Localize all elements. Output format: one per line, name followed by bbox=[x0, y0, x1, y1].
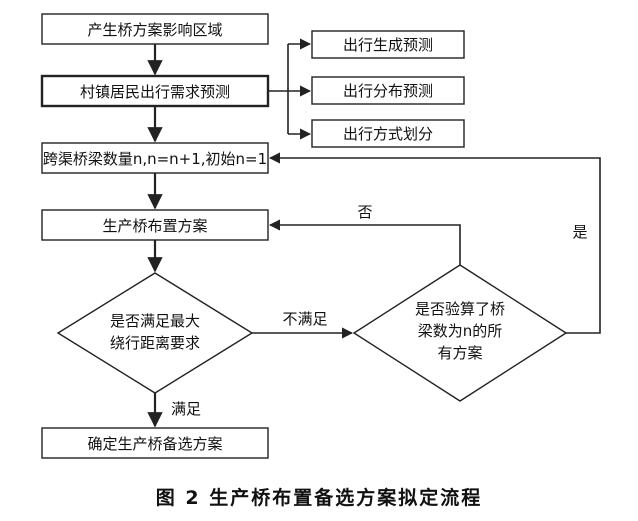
node-trip-distribution-label: 出行分布预测 bbox=[343, 82, 433, 100]
node-bridge-count-label: 跨渠桥梁数量n,n=n+1,初始n=1 bbox=[43, 150, 267, 168]
node-influence-label: 产生桥方案影响区域 bbox=[87, 21, 222, 39]
edge-label-met: 满足 bbox=[171, 400, 201, 418]
node-demand-forecast: 村镇居民出行需求预测 bbox=[40, 74, 270, 108]
node-mode-split: 出行方式划分 bbox=[311, 119, 465, 148]
decision-checked-line2: 梁数为n的所 bbox=[418, 322, 503, 340]
node-trip-generation-label: 出行生成预测 bbox=[343, 36, 433, 54]
decision-detour-line1: 是否满足最大 bbox=[110, 312, 200, 330]
node-final-scheme-label: 确定生产桥备选方案 bbox=[87, 435, 222, 453]
node-layout-scheme-label: 生产桥布置方案 bbox=[102, 217, 207, 235]
node-influence-region: 产生桥方案影响区域 bbox=[41, 13, 269, 45]
edge-label-not-met: 不满足 bbox=[282, 310, 327, 328]
node-bridge-count: 跨渠桥梁数量n,n=n+1,初始n=1 bbox=[41, 142, 269, 174]
node-trip-distribution: 出行分布预测 bbox=[311, 76, 465, 105]
decision-detour-line2: 绕行距离要求 bbox=[110, 334, 200, 352]
decision-checked-line1: 是否验算了桥 bbox=[415, 300, 505, 318]
node-demand-label: 村镇居民出行需求预测 bbox=[80, 83, 230, 101]
edge-no-to-layout bbox=[268, 219, 461, 265]
figure-caption: 图 2 生产桥布置备选方案拟定流程 bbox=[156, 486, 482, 509]
node-mode-split-label: 出行方式划分 bbox=[343, 125, 433, 143]
node-final-scheme: 确定生产桥备选方案 bbox=[41, 427, 269, 459]
node-layout-scheme: 生产桥布置方案 bbox=[41, 209, 269, 241]
edge-label-yes: 是 bbox=[572, 223, 587, 241]
node-trip-generation: 出行生成预测 bbox=[311, 30, 465, 59]
edge-yes-to-count bbox=[268, 152, 601, 334]
decision-checked-line3: 有方案 bbox=[437, 344, 482, 362]
decision-detour-distance: 是否满足最大 绕行距离要求 bbox=[56, 272, 254, 394]
edge-label-no: 否 bbox=[357, 203, 372, 221]
decision-all-schemes-checked: 是否验算了桥 梁数为n的所 有方案 bbox=[352, 264, 568, 402]
